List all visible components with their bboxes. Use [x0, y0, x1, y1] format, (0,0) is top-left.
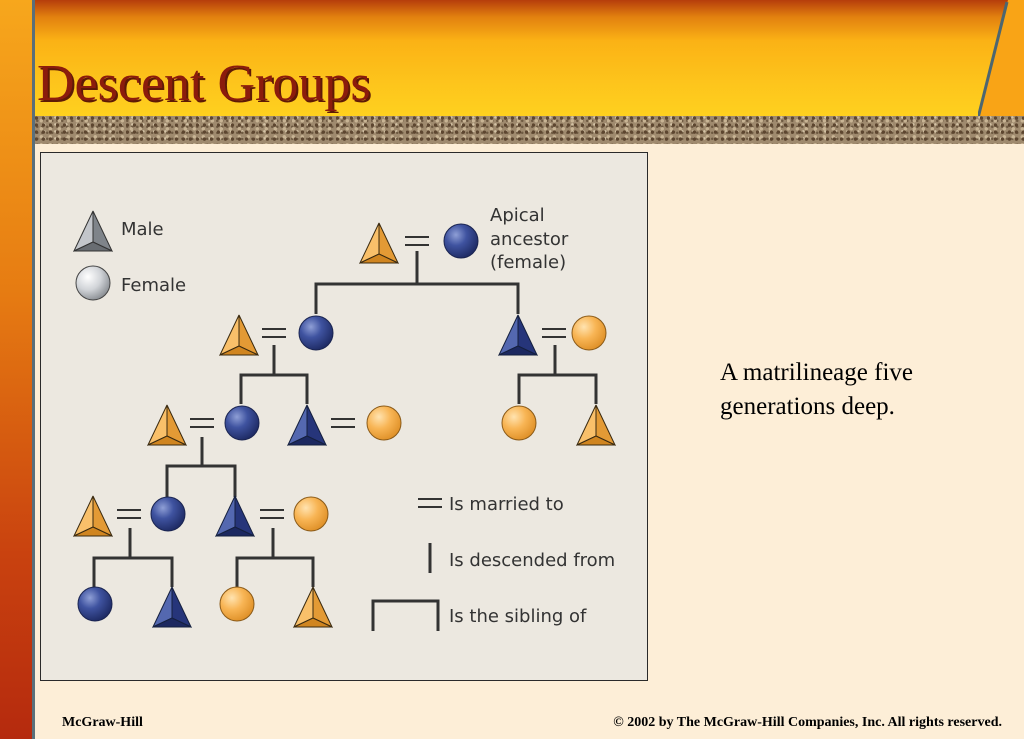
legend-descended-label: Is descended from — [449, 550, 615, 571]
apical-ancestor-female — [443, 223, 479, 259]
footer-copyright: © 2002 by The McGraw-Hill Companies, Inc… — [613, 715, 1002, 730]
male-lineage-member — [215, 495, 255, 537]
footer-publisher: McGraw-Hill — [62, 715, 143, 730]
apical-label-line3: (female) — [490, 252, 566, 273]
male-non-member — [147, 404, 187, 446]
descent-lines — [92, 251, 598, 587]
kinship-diagram: Male Female Apical ancestor (female) — [40, 152, 648, 681]
male-non-member — [576, 404, 616, 446]
legend-male-label: Male — [121, 219, 164, 240]
female-lineage-member — [298, 315, 334, 351]
legend-married-label: Is married to — [449, 494, 564, 515]
title-band-corner — [978, 0, 1024, 120]
female-non-member — [366, 405, 402, 441]
marriage-sign — [189, 418, 215, 428]
caption-line-2: generations deep. — [720, 393, 895, 420]
female-lineage-member — [77, 586, 113, 622]
legend-married: Is married to — [417, 494, 564, 515]
left-accent-bar — [0, 0, 32, 739]
marriage-sign — [404, 236, 430, 246]
marriage-sign — [261, 328, 287, 338]
diagram-caption: A matrilineage five generations deep. — [720, 356, 980, 424]
male-non-member — [219, 314, 259, 356]
legend-descended: Is descended from — [428, 543, 615, 573]
male-non-member — [73, 495, 113, 537]
marriage-sign — [541, 328, 567, 338]
texture-band — [35, 116, 1024, 144]
apical-label-line1: Apical — [490, 205, 545, 226]
male-non-member — [359, 222, 399, 264]
apical-label-line2: ancestor — [490, 229, 569, 250]
marriage-sign — [116, 509, 142, 519]
male-lineage-member — [498, 314, 538, 356]
female-non-member — [501, 405, 537, 441]
female-non-member — [293, 496, 329, 532]
male-lineage-member — [152, 586, 192, 628]
kinship-diagram-svg: Male Female Apical ancestor (female) — [73, 205, 616, 631]
male-non-member — [293, 586, 333, 628]
male-lineage-member — [287, 404, 327, 446]
slide-title: Descent Groups — [37, 55, 371, 112]
female-lineage-member — [224, 405, 260, 441]
left-accent-edge — [32, 0, 35, 739]
male-triangle-icon — [73, 210, 113, 252]
legend-female-label: Female — [121, 275, 186, 296]
legend-sibling-label: Is the sibling of — [449, 606, 587, 627]
marriage-sign — [259, 509, 285, 519]
female-non-member — [571, 315, 607, 351]
marriage-sign — [330, 418, 356, 428]
legend-sibling: Is the sibling of — [371, 599, 587, 631]
caption-line-1: A matrilineage five — [720, 359, 913, 386]
title-band — [35, 0, 1024, 120]
female-circle-icon — [75, 265, 111, 301]
female-lineage-member — [150, 496, 186, 532]
female-non-member — [219, 586, 255, 622]
